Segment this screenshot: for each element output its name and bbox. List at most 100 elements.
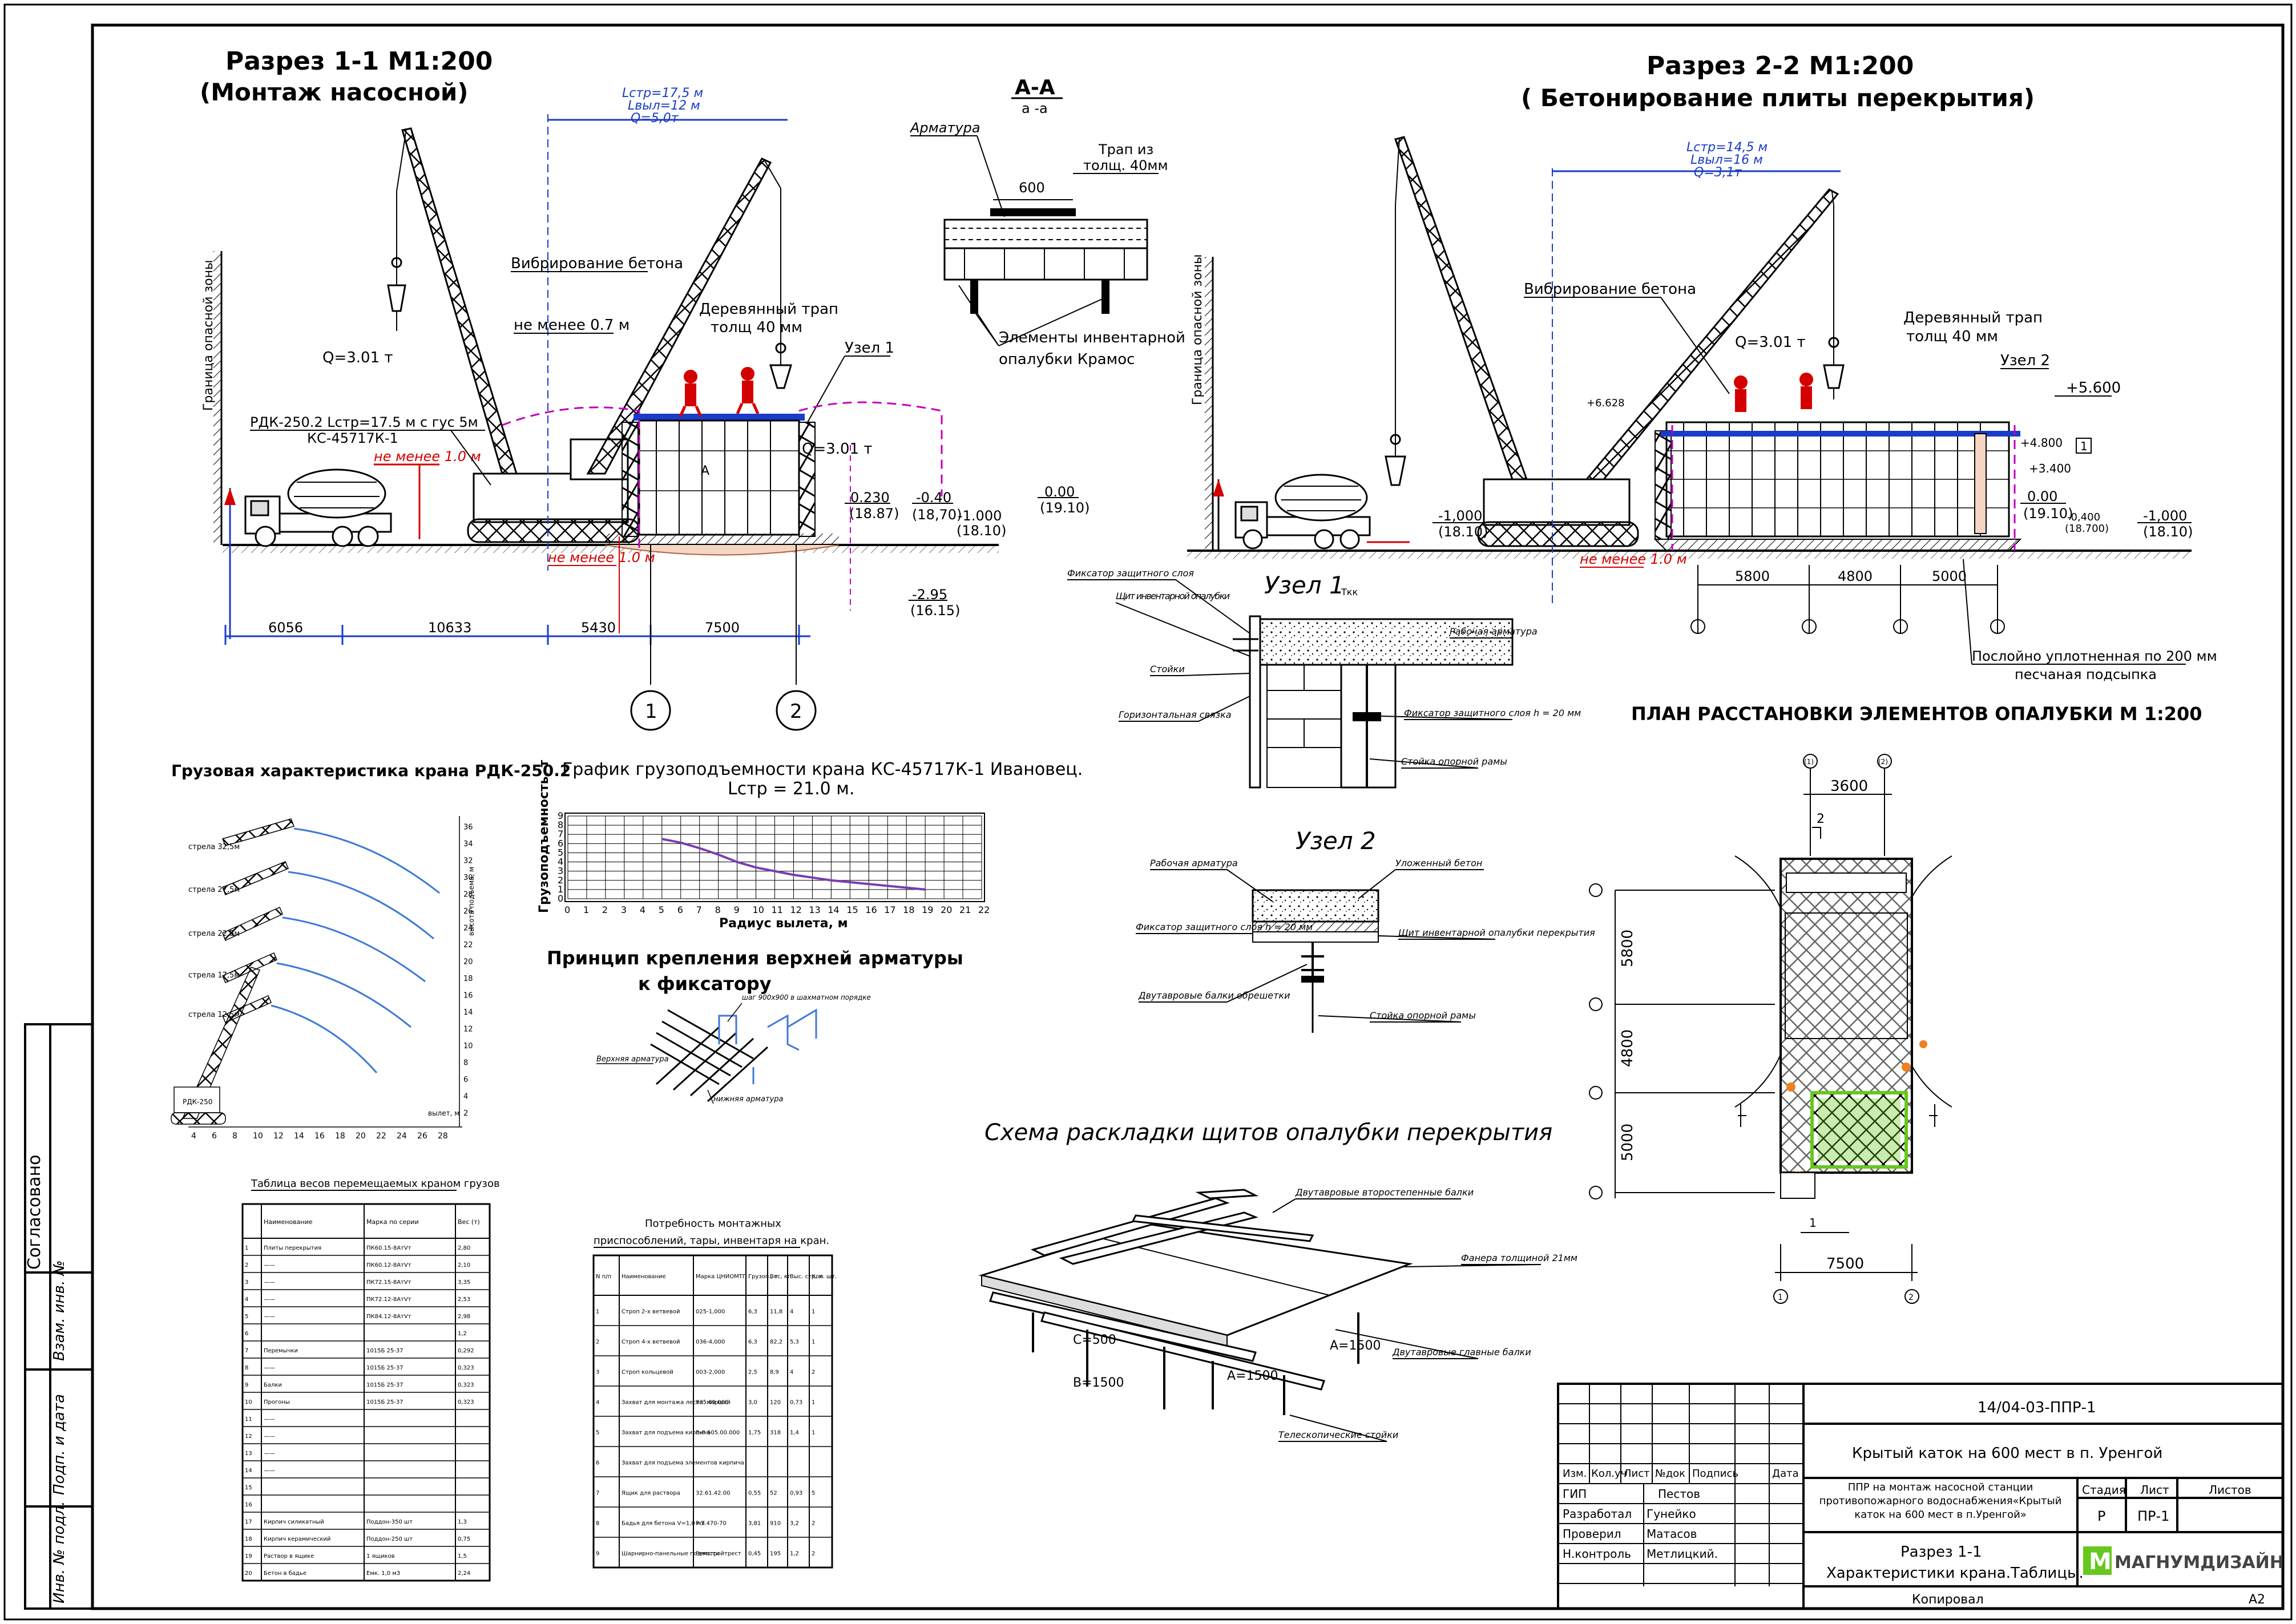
table-cell: 32.61.42.00 bbox=[696, 1490, 730, 1497]
table-cell: Захват для подъема элементов кирпича bbox=[622, 1460, 744, 1467]
aa-elements-1: Элементы инвентарной bbox=[999, 329, 1185, 346]
table-cell: 1 bbox=[812, 1339, 815, 1346]
rdk-xtick: 18 bbox=[335, 1132, 345, 1141]
table-cell: Балки bbox=[264, 1382, 282, 1388]
level-2-m1r: -1,000 bbox=[2143, 508, 2187, 524]
table-cell: 2,80 bbox=[458, 1245, 470, 1251]
fixator-title-1: Принцип крепления верхней арматуры bbox=[547, 947, 963, 969]
table-cell: 3 bbox=[596, 1370, 599, 1376]
tb-project: Крытый каток на 600 мест в п. Уренгой bbox=[1852, 1445, 2162, 1462]
needs-grid-border bbox=[592, 1254, 833, 1569]
table-cell: 1015Б 25-37 bbox=[366, 1365, 403, 1371]
table-cell: 0,55 bbox=[748, 1490, 761, 1497]
rdk-xtick: 6 bbox=[212, 1132, 217, 1141]
danger-contour-2 bbox=[1671, 425, 2016, 551]
tb-stage: Р bbox=[2097, 1508, 2105, 1524]
tb-stage-h: Стадия bbox=[2082, 1483, 2126, 1497]
ks-xtick: 0 bbox=[564, 904, 570, 915]
table-header: Выс. стр, м bbox=[790, 1274, 823, 1280]
crane1-param-l: Lстр=17,5 м bbox=[622, 86, 703, 100]
rdk-xtick: 22 bbox=[376, 1132, 386, 1141]
crane2-param-l: Lстр=14,5 м bbox=[1686, 140, 1768, 155]
ks-ytick: 4 bbox=[558, 857, 563, 867]
section-1-1: Разрез 1-1 М1:200 (Монтаж насосной) Гран… bbox=[200, 47, 1090, 731]
tb-role-2: Проверил bbox=[1563, 1527, 1621, 1541]
table-cell: Захват для монтажа лестн. маршей bbox=[622, 1400, 731, 1406]
table-cell: Поддон-250 шт bbox=[366, 1536, 413, 1542]
rdk-curves bbox=[271, 827, 440, 1073]
table-cell: —— bbox=[264, 1365, 275, 1371]
level-5b: (16.15) bbox=[910, 603, 960, 619]
plank-label-2a: Деревянный трап bbox=[1903, 309, 2043, 326]
tb-h-sign: Подпись bbox=[1692, 1468, 1738, 1480]
ks-ytick: 8 bbox=[558, 819, 563, 830]
tb-code: 14/04-03-ППР-1 bbox=[1978, 1399, 2096, 1416]
outer-frame bbox=[3, 3, 2293, 1621]
crane1-param-lv: Lвыл=12 м bbox=[628, 99, 700, 113]
tb-name-1: Гунейко bbox=[1647, 1507, 1696, 1521]
table-header: Кол. шт. bbox=[812, 1274, 837, 1280]
logo-icon bbox=[2083, 1546, 2112, 1575]
dim-10633: 10633 bbox=[428, 620, 471, 636]
level-2-m1l: -1,000 bbox=[1438, 508, 1482, 524]
table-cell: 0,323 bbox=[458, 1365, 474, 1371]
fixator-label-1: шаг 900х900 в шахматном порядке bbox=[742, 993, 871, 1001]
table-cell: —— bbox=[264, 1433, 275, 1440]
table-cell: Кирпич силикатный bbox=[264, 1519, 324, 1525]
table-cell: 2,98 bbox=[458, 1314, 470, 1320]
table-cell: 2 bbox=[812, 1551, 815, 1557]
fixator-label-2: нижняя арматура bbox=[713, 1095, 783, 1104]
node1-label-0: Фиксатор защитного слоя bbox=[1067, 568, 1194, 579]
crawler-crane-left-2 bbox=[1385, 136, 1639, 547]
table-cell: 2,10 bbox=[458, 1262, 470, 1269]
min-1m-bottom: не менее 1.0 м bbox=[548, 550, 655, 565]
table-cell: 8,9 bbox=[770, 1370, 779, 1376]
table-cell: 0,323 bbox=[458, 1399, 474, 1405]
main-beams bbox=[989, 1291, 1325, 1391]
table-cell: —— bbox=[264, 1451, 275, 1457]
pump-station-frame-1 bbox=[604, 414, 840, 556]
boom-22: стрела 22,5м bbox=[188, 930, 240, 938]
workers-1 bbox=[679, 367, 760, 418]
node1-callout: Узел 1 bbox=[845, 340, 894, 357]
table-cell: 835.09.000 bbox=[696, 1400, 728, 1406]
ks-ytick: 0 bbox=[558, 893, 563, 904]
ks-ytick: 1 bbox=[558, 884, 563, 895]
rdk-xlabel: вылет, м bbox=[428, 1109, 459, 1117]
danger-zone-label-1: Граница опасной зоны bbox=[201, 260, 216, 411]
table-cell: 20 bbox=[245, 1570, 252, 1577]
dim-5430: 5430 bbox=[581, 620, 616, 636]
table-cell: 3,2 bbox=[790, 1521, 799, 1527]
level-4b: (19.10) bbox=[1040, 500, 1090, 516]
rdk-ytick: 14 bbox=[463, 1008, 473, 1017]
node2-label-3: Щит инвентарной опалубки перекрытия bbox=[1398, 927, 1595, 938]
table-cell: 2 bbox=[812, 1370, 815, 1376]
concrete-mixer-truck-2 bbox=[1234, 474, 1371, 550]
ks-xtick: 14 bbox=[828, 904, 839, 915]
ks-xtick: 7 bbox=[696, 904, 702, 915]
stamp-sign-date: Подп. и дата bbox=[51, 1394, 68, 1495]
box-mark-1 bbox=[2076, 438, 2092, 454]
crane2-param-q: Q=3,1т bbox=[1694, 165, 1742, 180]
dim2-4800: 4800 bbox=[1838, 568, 1873, 584]
aa-title: А-А bbox=[1015, 76, 1055, 99]
fixator-label-0: Верхняя арматура bbox=[596, 1055, 669, 1064]
tb-h-doc: №док bbox=[1655, 1468, 1685, 1480]
tb-role-1: Разработал bbox=[1563, 1507, 1632, 1521]
aa-trap-2: толщ. 40мм bbox=[1083, 157, 1168, 173]
table-cell: 3,81 bbox=[748, 1521, 761, 1527]
dimension-line-2 bbox=[1697, 565, 1998, 633]
table-cell: 1 bbox=[245, 1245, 248, 1251]
table-cell: 4 bbox=[790, 1370, 793, 1376]
ks-xtick: 3 bbox=[621, 904, 627, 915]
tb-sheet-title-1: Разрез 1-1 bbox=[1900, 1544, 1982, 1561]
table-header: N п/п bbox=[596, 1274, 611, 1280]
section-2-2: Разрез 2-2 М1:200 ( Бетонирование плиты … bbox=[1187, 51, 2217, 682]
table-cell: ПК60.12-8АтVт bbox=[366, 1262, 411, 1269]
rdk-ytick: 36 bbox=[463, 823, 473, 832]
crawler-crane-right-2 bbox=[1584, 188, 1845, 480]
ks-chart-title-2: Lстр = 21.0 м. bbox=[728, 779, 854, 799]
axis-2: 2 bbox=[790, 700, 802, 723]
scheme-label-2: Двутавровые главные балки bbox=[1392, 1347, 1531, 1358]
